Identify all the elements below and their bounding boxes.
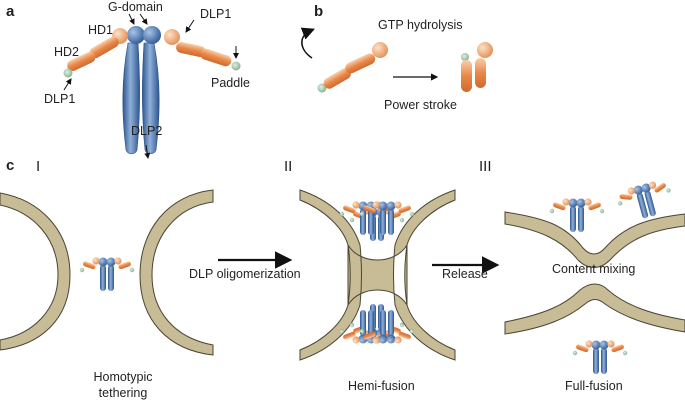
hd2-left [67, 51, 96, 71]
label-hd2: HD2 [54, 45, 80, 59]
stage-1-membranes [0, 189, 214, 356]
label-content-mixing: Content mixing [552, 262, 636, 276]
g-domain-right [143, 26, 161, 44]
stage-3-fullfusion [504, 177, 685, 374]
stage-2-hemifusion [299, 189, 456, 361]
panel-label-a: a [6, 3, 15, 20]
paddle-right [231, 61, 241, 71]
label-gtp-hydrolysis: GTP hydrolysis [378, 18, 463, 32]
dlp2-stalk-left [122, 42, 141, 155]
label-hd1: HD1 [88, 23, 114, 37]
hd1-left [89, 36, 119, 59]
fused-membrane-bottom [504, 283, 685, 335]
caption-1-line2: tethering [98, 385, 148, 400]
step-label-2: II [284, 158, 293, 175]
caption-1-line1: Homotypic [93, 370, 153, 384]
paddle-left [63, 68, 73, 78]
fused-membrane-top [504, 211, 685, 268]
membrane-right-1 [139, 189, 214, 356]
label-release: Release [442, 267, 488, 281]
label-dlp1-left: DLP1 [44, 92, 76, 106]
g-domain-left [127, 26, 145, 44]
hemifusion-membrane [299, 189, 456, 361]
released-dimer-3 [572, 340, 628, 374]
panel-a-dlp-dimer [63, 13, 241, 159]
label-power-stroke: Power stroke [384, 98, 457, 112]
tethering-dimer [79, 257, 135, 291]
dlp2-stalk-right [141, 42, 160, 155]
label-dlp2: DLP2 [131, 124, 163, 138]
step-label-1: I [36, 158, 41, 175]
panel-b-power-stroke [300, 27, 493, 93]
panel-label-c: c [6, 157, 15, 174]
hd2-right [200, 48, 232, 67]
caption-hemi-fusion: Hemi-fusion [348, 379, 415, 393]
dlp1-right-head [164, 29, 180, 45]
label-dlp1-right: DLP1 [200, 7, 232, 21]
panel-label-b: b [314, 3, 324, 20]
label-g-domain: G-domain [108, 0, 163, 14]
hd1-right [176, 42, 206, 57]
caption-homotypic-tethering: Homotypic tethering [78, 371, 168, 399]
label-dlp-oligomerization: DLP oligomerization [189, 267, 301, 281]
step-label-3: III [479, 158, 492, 175]
label-paddle: Paddle [211, 76, 250, 90]
membrane-left-1 [0, 192, 71, 351]
caption-full-fusion: Full-fusion [565, 379, 623, 393]
